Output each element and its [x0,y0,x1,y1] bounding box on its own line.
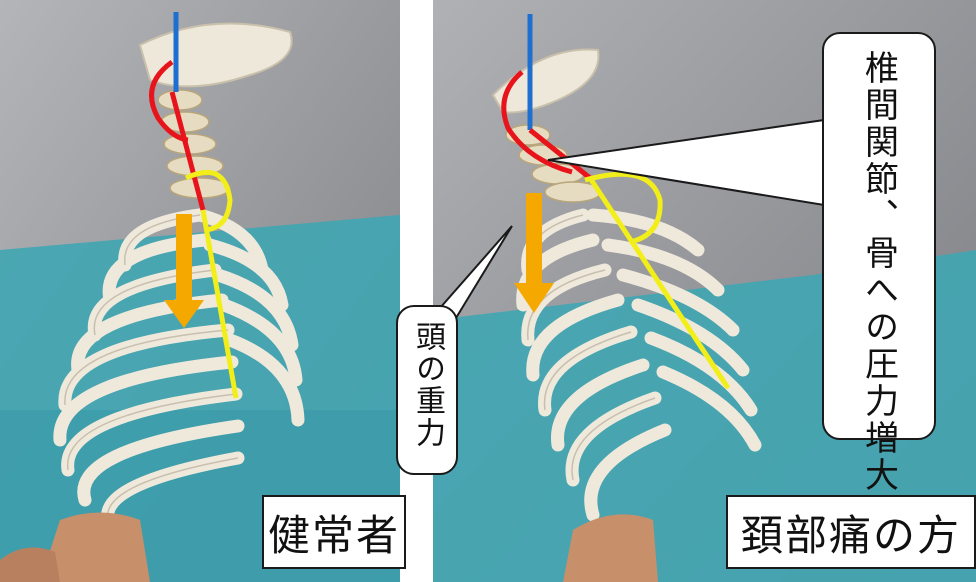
label-healthy: 健常者 [262,495,406,569]
gravity-callout-text: 頭の重力 [405,321,449,473]
pressure-callout: 椎間関節、骨への圧力増大 [822,32,936,440]
gravity-callout: 頭の重力 [396,305,458,475]
label-neck-pain: 頚部痛の方 [726,495,976,569]
pressure-callout-text: 椎間関節、骨への圧力増大 [855,50,904,438]
